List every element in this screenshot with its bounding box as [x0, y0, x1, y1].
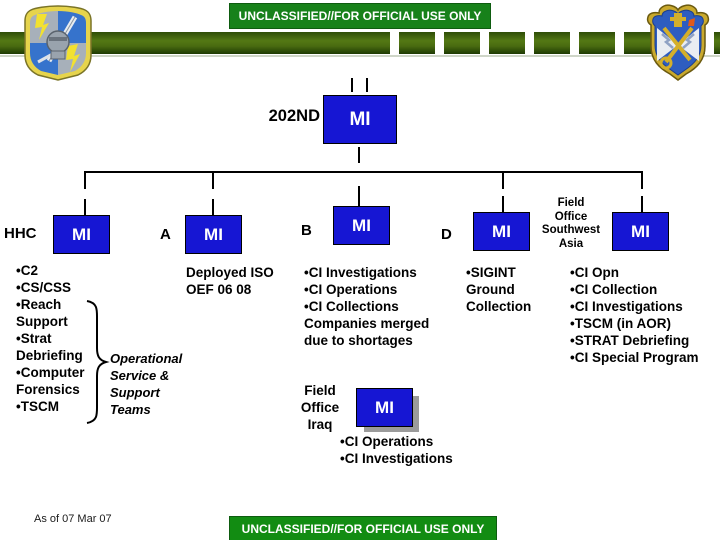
unit-label-field-office-southwest-asia: Field Office Southwest Asia [533, 197, 609, 251]
bullet-line: •CS/CSS [16, 280, 71, 295]
unit-box-a: MI [185, 215, 242, 254]
swa-label-line: Field [557, 197, 585, 209]
bullet-line: due to shortages [304, 333, 413, 348]
note-line: Deployed ISO [186, 265, 274, 280]
unit-box-202nd: MI [323, 95, 397, 144]
brace-note: Operational Service & Support Teams [110, 350, 182, 418]
bullet-line: •CI Investigations [304, 265, 417, 280]
connector-tick-d [502, 196, 504, 212]
iraq-bullet-list: •CI Operations •CI Investigations [340, 433, 453, 467]
connector-tick-a [212, 199, 214, 215]
divider-bar-block [714, 32, 720, 54]
unit-box-d: MI [473, 212, 530, 251]
brace-icon [86, 300, 110, 424]
bullet-line: Support [16, 314, 68, 329]
bullet-line: •Computer [16, 365, 85, 380]
bullet-line: •TSCM [16, 399, 59, 414]
bullet-line: •TSCM (in AOR) [570, 316, 671, 331]
brace-note-line: Operational [110, 351, 183, 366]
divider-bar-block [489, 32, 525, 54]
iraq-label-line: Iraq [307, 417, 333, 432]
bullet-line: •CI Special Program [570, 350, 699, 365]
bullet-line: •CI Collections [304, 299, 399, 314]
as-of-date: As of 07 Mar 07 [34, 513, 112, 525]
bullet-line: •SIGINT [466, 265, 516, 280]
unit-label-hhc: HHC [4, 225, 37, 242]
unit-box-b: MI [333, 206, 390, 245]
bullet-line: •CI Operations [304, 282, 398, 297]
brace-note-line: Support [110, 385, 160, 400]
hhc-bullet-list: •C2 •CS/CSS •Reach Support •Strat Debrie… [16, 262, 84, 415]
unit-box-d-label: MI [492, 221, 511, 241]
classification-text: UNCLASSIFIED//FOR OFFICIAL USE ONLY [238, 9, 482, 23]
connector-tick-swa [641, 196, 643, 212]
bullet-line: Companies merged [304, 316, 430, 331]
bullet-line: •STRAT Debriefing [570, 333, 690, 348]
brace-note-line: Service & [110, 368, 170, 383]
d-bullet-list: •SIGINT Ground Collection [466, 264, 531, 315]
bar-highlight-line [0, 55, 720, 57]
parent-designation: 202ND [268, 107, 320, 125]
unit-box-202nd-label: MI [349, 108, 371, 130]
left-unit-crest-icon [24, 5, 92, 81]
classification-banner-bottom: UNCLASSIFIED//FOR OFFICIAL USE ONLY [229, 516, 497, 540]
bullet-line: •CI Opn [570, 265, 619, 280]
unit-box-hhc: MI [53, 215, 110, 254]
unit-box-iraq-label: MI [375, 397, 394, 417]
unit-box-hhc-label: MI [72, 224, 91, 244]
right-unit-crest-icon [646, 4, 710, 81]
a-note: Deployed ISO OEF 06 08 [186, 264, 274, 298]
bullet-line: •C2 [16, 263, 38, 278]
classification-banner-top: UNCLASSIFIED//FOR OFFICIAL USE ONLY [229, 3, 491, 29]
swa-label-line: Office [554, 210, 588, 223]
bullet-line: •Strat [16, 331, 52, 346]
bullet-line: •CI Collection [570, 282, 658, 297]
unit-box-swa-label: MI [631, 221, 650, 241]
unit-box-field-office-iraq: MI [356, 388, 413, 427]
unit-box-b-label: MI [352, 215, 371, 235]
connector-drop-swa [641, 171, 643, 189]
iraq-label-line: Field [304, 383, 336, 398]
divider-bar-block [579, 32, 615, 54]
bullet-line: •CI Investigations [340, 451, 453, 466]
unit-box-a-label: MI [204, 224, 223, 244]
connector-drop-hhc [84, 171, 86, 189]
swa-label-line: Southwest [541, 224, 601, 236]
bullet-line: Ground [466, 282, 515, 297]
bullet-line: Debriefing [16, 348, 83, 363]
echelon-tick [351, 78, 353, 92]
echelon-tick [366, 78, 368, 92]
bullet-line: •Reach [16, 297, 62, 312]
connector-tick-b [358, 186, 360, 206]
unit-label-b: B [301, 222, 312, 239]
swa-bullet-list: •CI Opn •CI Collection •CI Investigation… [570, 264, 699, 366]
unit-label-d: D [441, 226, 452, 243]
bullet-line: Collection [466, 299, 532, 314]
swa-label-line: Asia [558, 237, 584, 250]
connector-horizontal [84, 171, 643, 173]
divider-bar-block [399, 32, 435, 54]
iraq-label-line: Office [300, 400, 340, 415]
connector-drop-a [212, 171, 214, 189]
brace-note-line: Teams [110, 402, 151, 417]
connector-drop-d [502, 171, 504, 189]
bullet-line: •CI Investigations [570, 299, 683, 314]
connector-stem [358, 147, 360, 163]
note-line: OEF 06 08 [186, 282, 252, 297]
divider-bar-block [534, 32, 570, 54]
divider-bar [0, 32, 390, 54]
bullet-line: Forensics [16, 382, 80, 397]
b-bullet-list: •CI Investigations •CI Operations •CI Co… [304, 264, 429, 349]
unit-label-a: A [160, 226, 171, 243]
divider-bar-block [444, 32, 480, 54]
unit-box-field-office-southwest-asia: MI [612, 212, 669, 251]
connector-tick-hhc [84, 199, 86, 215]
unit-label-field-office-iraq: Field Office Iraq [292, 382, 348, 433]
bullet-line: •CI Operations [340, 434, 434, 449]
classification-text: UNCLASSIFIED//FOR OFFICIAL USE ONLY [241, 521, 485, 536]
